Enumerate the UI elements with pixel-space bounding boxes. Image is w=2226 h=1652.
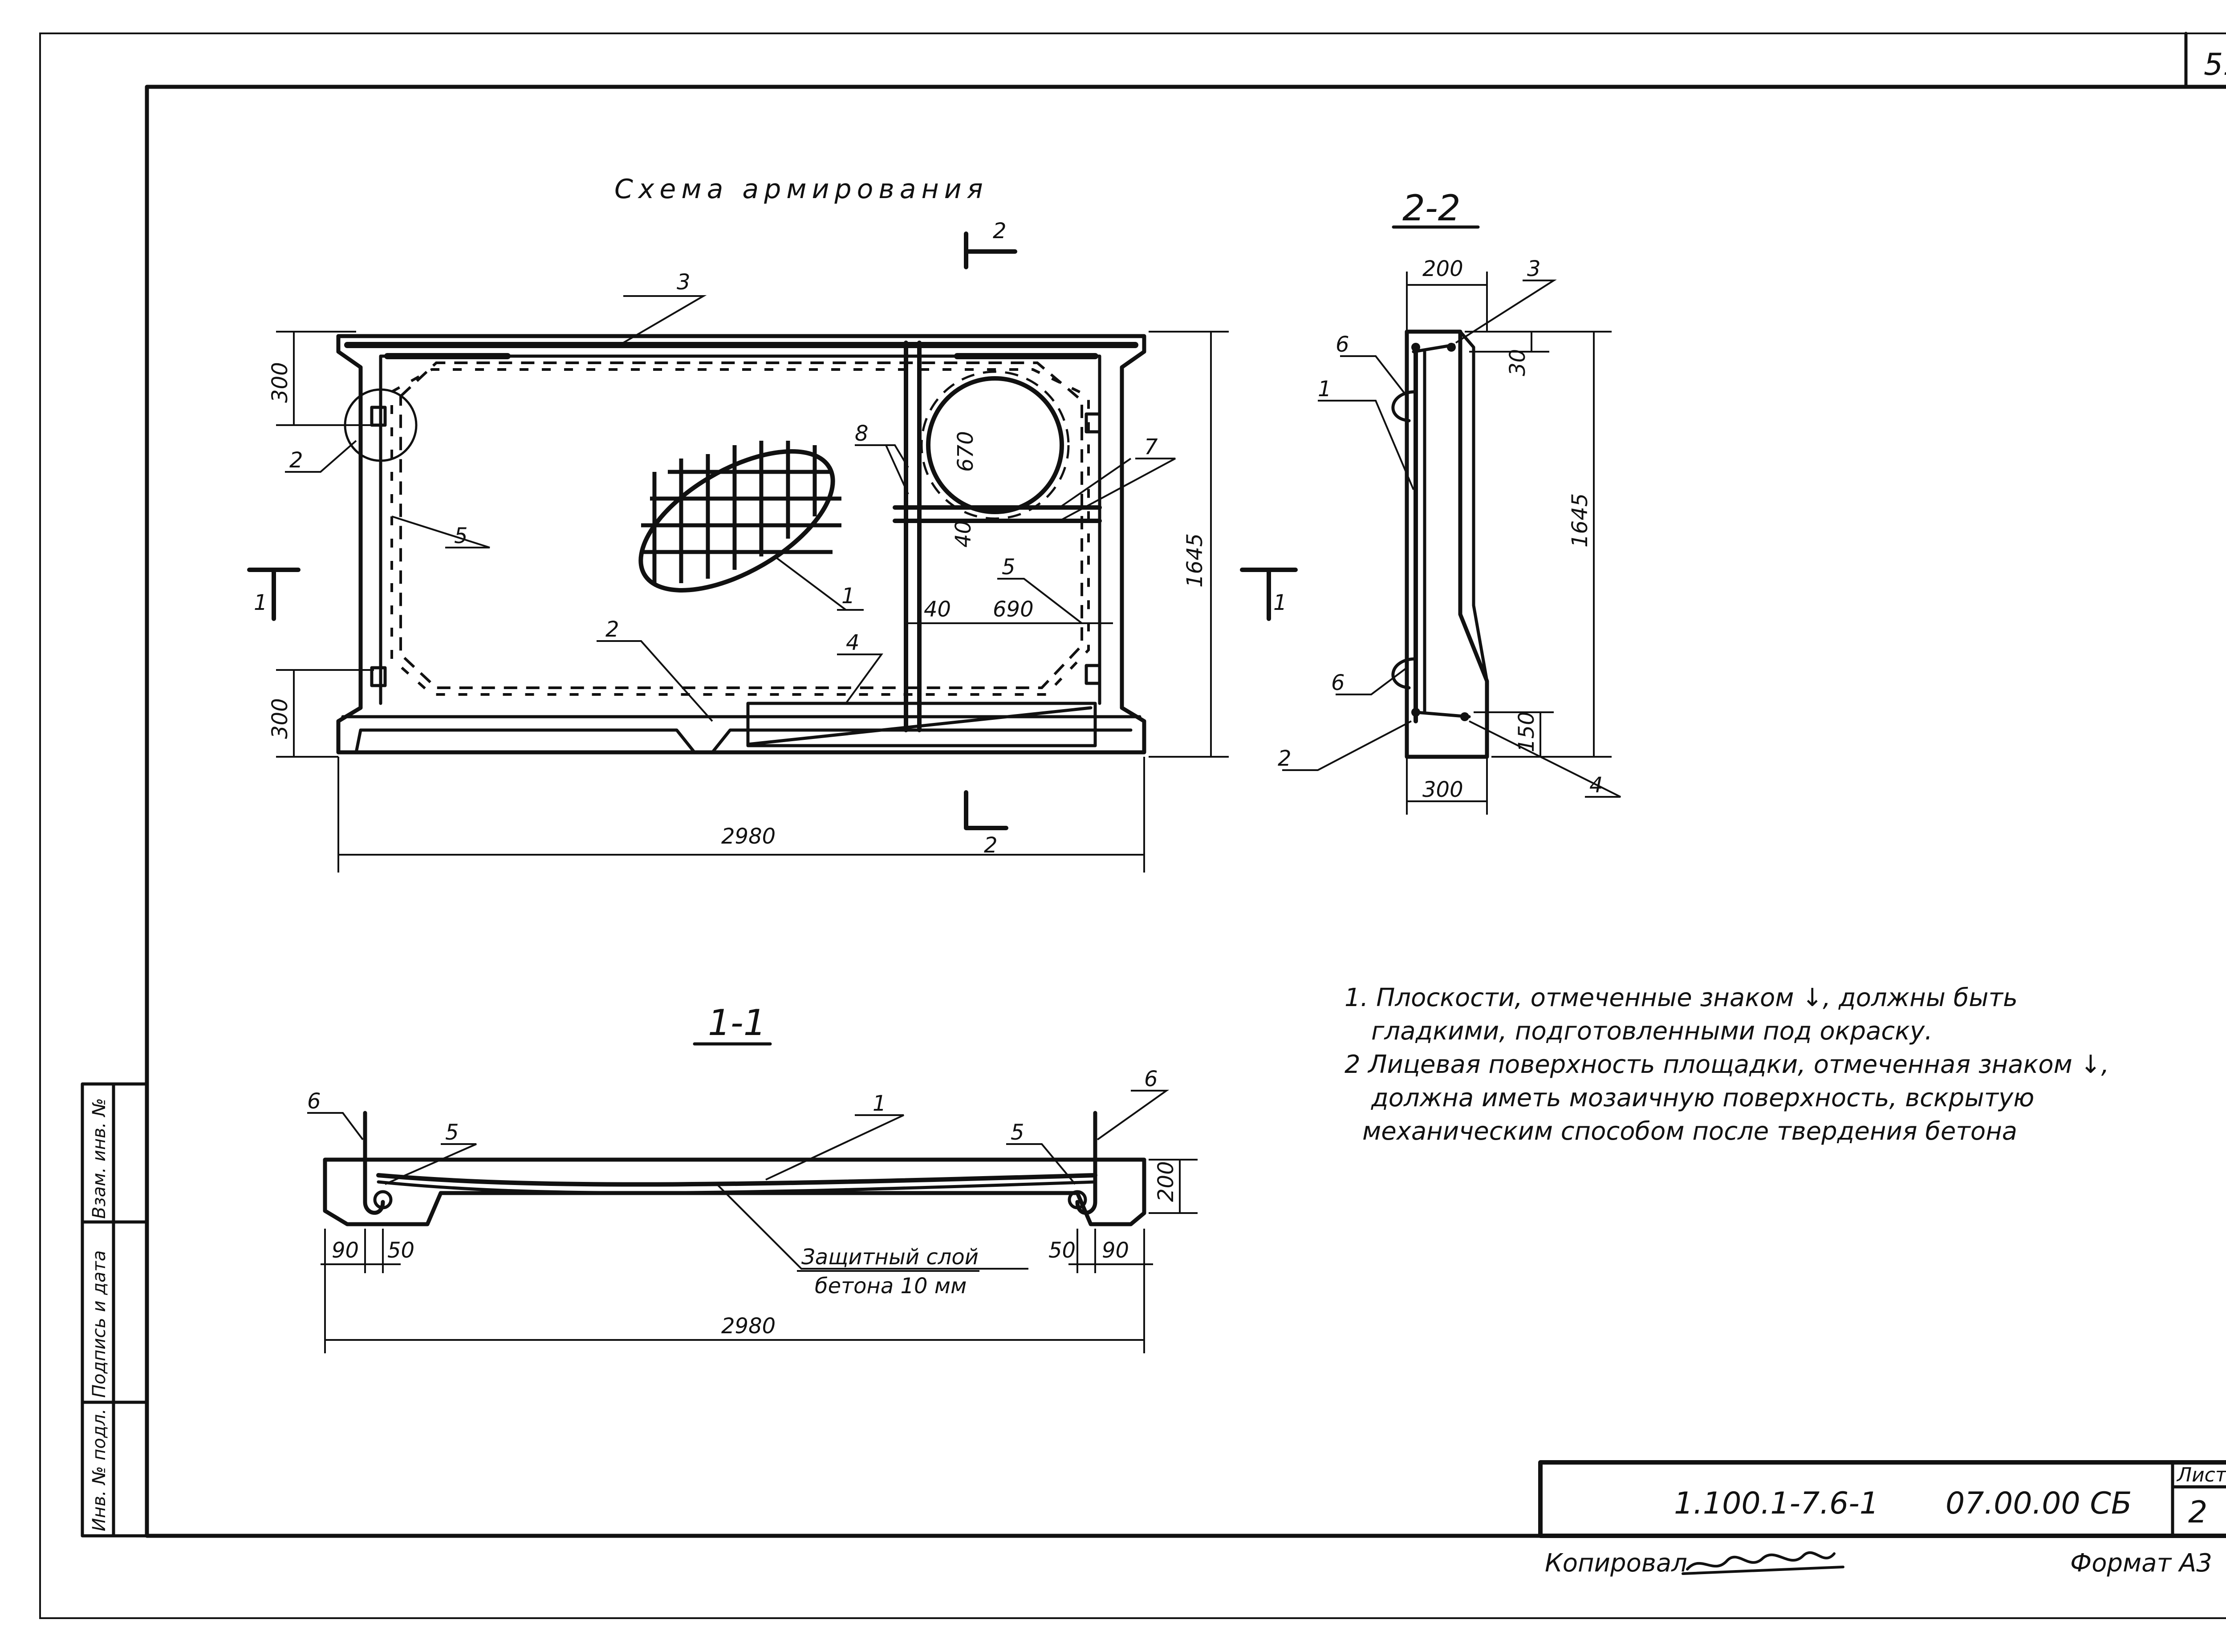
section-1-1-cover-line1: Защитный слой [801, 1245, 979, 1270]
section-2-2-callout-6-top: 6 [1336, 332, 1349, 357]
plan-dim-top-band: 300 [268, 362, 292, 403]
plan-section-2-bottom: 2 [984, 833, 998, 858]
section-1-1-dimensions [321, 1159, 1198, 1353]
doc-code: 1.100.1-7.6-1 [1674, 1486, 1879, 1521]
note-line-5: механическим способом после твердения бе… [1362, 1117, 2017, 1146]
note-line-1: 1. Плоскости, отмеченные знаком ↓, должн… [1345, 983, 2018, 1012]
section-2-2-callout-3: 3 [1527, 256, 1541, 281]
section-1-1-leaders [307, 1090, 1170, 1270]
note-line-4: должна иметь мозаичную поверхность, вскр… [1371, 1084, 2034, 1112]
plan-section-1-right: 1 [1273, 590, 1287, 615]
plan-dim-gap-40a: 40 [951, 520, 976, 548]
stamp-inv-no: Инв. № подл. [89, 1408, 110, 1531]
section-2-2-title: 2-2 [1402, 187, 1461, 229]
plan-dim-gap-40b: 40 [924, 597, 951, 622]
plan-callout-2-loop: 2 [289, 448, 303, 473]
stamp-replace-inv: Взам. инв. № [89, 1098, 110, 1219]
sheet-frame [39, 32, 2226, 1619]
note-line-3: 2 Лицевая поверхность площадки, отмеченн… [1345, 1050, 2109, 1079]
plan-dim-hole-w: 690 [993, 597, 1034, 622]
plan-section-marks [247, 231, 1298, 830]
plan-mesh-patch [638, 449, 835, 593]
plan-circular-hole [926, 376, 1064, 514]
notes: 1. Плоскости, отмеченные знаком ↓, должн… [1345, 983, 2109, 1146]
sheet-format: Формат А3 [2070, 1549, 2212, 1578]
note-line-2: гладкими, подготовленными под окраску. [1371, 1017, 1933, 1046]
section-1-1-dim-left-50: 50 [387, 1238, 414, 1263]
section-2-2-callout-4: 4 [1589, 773, 1603, 798]
plan-dim-height: 1645 [1182, 533, 1207, 588]
copied-by: Копировал [1545, 1549, 1687, 1578]
plan-callout-4: 4 [846, 630, 860, 655]
section-1-1-callout-1: 1 [873, 1091, 886, 1116]
section-1-1-title: 1-1 [708, 1002, 766, 1043]
plan-dim-hole-d: 670 [953, 431, 978, 472]
section-2-2-dim-30: 30 [1505, 349, 1530, 376]
section-1-1-dim-right-90: 90 [1102, 1238, 1129, 1263]
sheet-number: 2 [2188, 1495, 2207, 1530]
section-2-2-callout-6-bottom: 6 [1331, 670, 1345, 695]
section-1-1-dim-height: 200 [1154, 1161, 1178, 1202]
plan-title: Схема армирования [614, 174, 988, 205]
plan-leaders [285, 295, 1176, 722]
plan-dim-width: 2980 [721, 824, 776, 849]
section-2-2-dimensions [1406, 272, 1612, 815]
plan-section-1-left: 1 [254, 590, 268, 615]
plan-dashed-contour [399, 361, 1083, 689]
page-number: 51 [2204, 47, 2226, 82]
section-2-2-callout-2: 2 [1278, 746, 1292, 771]
section-2-2-callout-1: 1 [1318, 377, 1332, 402]
section-2-2-dim-top: 200 [1422, 256, 1463, 281]
section-1-1-dim-right-50: 50 [1048, 1238, 1076, 1263]
plan-callout-3: 3 [677, 270, 691, 295]
section-2-2-dim-bottom: 300 [1422, 777, 1463, 802]
section-1-1-callout-5-right: 5 [1011, 1120, 1024, 1145]
plan-callout-2-bottom: 2 [605, 617, 619, 642]
title-block [1538, 1460, 2226, 1538]
section-1-1-dim-left-90: 90 [332, 1238, 359, 1263]
section-1-1-callout-5-left: 5 [445, 1120, 459, 1145]
plan-callout-8: 8 [855, 421, 869, 446]
plan-dim-bottom-band: 300 [268, 698, 292, 739]
plan-callout-7: 7 [1144, 434, 1158, 459]
sheet-label: Лист [2176, 1464, 2226, 1486]
doc-mark: 07.00.00 СБ [1946, 1486, 2132, 1521]
section-1-1-callout-6-left: 6 [307, 1089, 321, 1114]
plan-section-2-top: 2 [993, 219, 1007, 244]
section-2-2-leaders [1282, 280, 1621, 798]
stamp-sign-date: Подпись и дата [89, 1250, 110, 1398]
plan-dimensions [276, 331, 1229, 873]
section-1-1-dim-width: 2980 [721, 1314, 776, 1339]
section-2-2-dim-height: 1645 [1568, 493, 1592, 548]
plan-bottom-rib [354, 728, 1133, 754]
plan-callout-1: 1 [841, 584, 855, 609]
plan-callout-5-right: 5 [1002, 555, 1016, 580]
section-1-1-callout-6-right: 6 [1144, 1067, 1158, 1092]
plan-slab-outline [336, 334, 1146, 755]
copier-signature [1682, 1551, 1844, 1575]
plan-mesh-grid [641, 441, 841, 583]
plan-callout-5-left: 5 [454, 524, 468, 548]
side-stamp [81, 1082, 149, 1538]
section-1-1-cover-line2: бетона 10 мм [815, 1274, 967, 1299]
